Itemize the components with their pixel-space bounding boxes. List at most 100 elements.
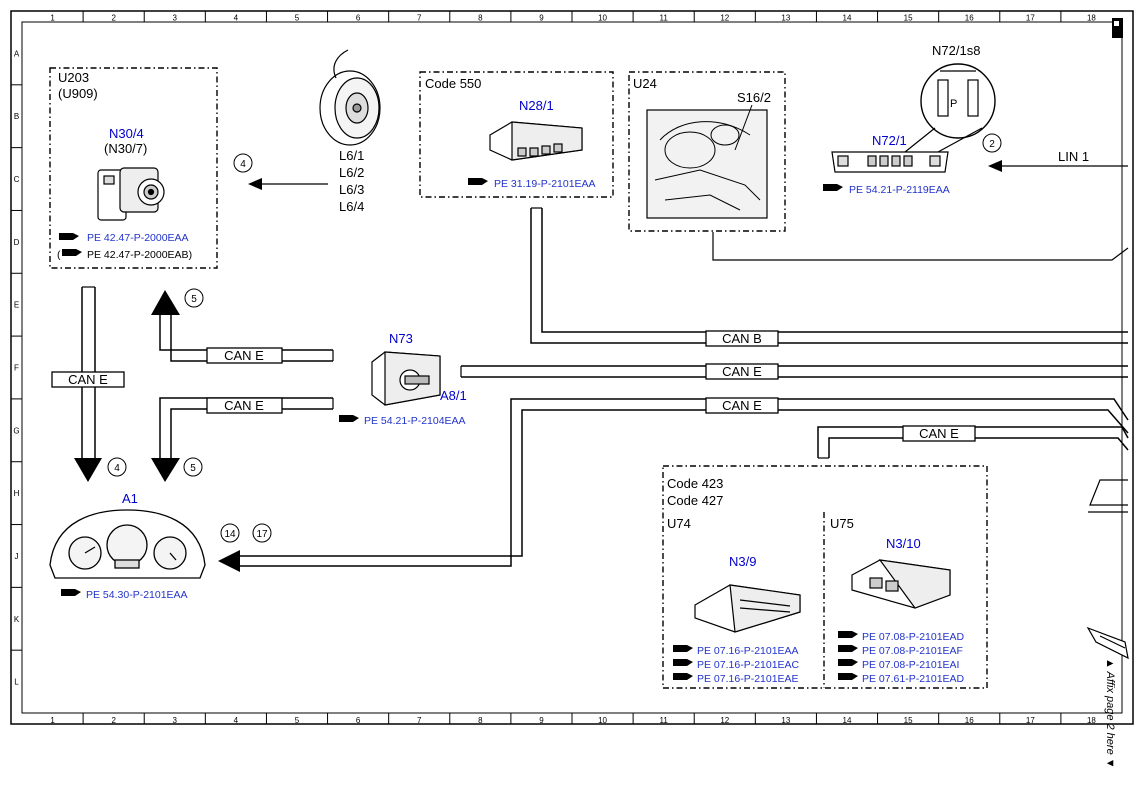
can-b-label: CAN B [722,331,762,346]
n3-9-label: N3/9 [729,554,756,569]
ref-icon [823,184,843,191]
n30-7-label: (N30/7) [104,141,147,156]
engine-control-unit-icon [694,584,801,633]
can-b-bus-inner [541,208,1128,333]
circle-5a [184,288,204,308]
grid-row-label: J [15,552,19,561]
grid-column-label: 12 [720,14,729,23]
ref-icon [838,631,858,638]
grid-column-label: 9 [539,14,544,23]
grid-row-label: H [14,489,20,498]
grid-column-label: 1 [50,14,55,23]
grid-column-label: 7 [417,716,422,725]
grid-column-label: 18 [1087,14,1096,23]
grid-column-label: 15 [904,716,913,725]
u75-label: U75 [830,516,854,531]
can-e-lower-label-box [705,397,779,414]
grid-column-label: 11 [660,716,669,725]
speed-sensor-label-1: L6/1 [339,148,364,163]
grid-column-label: 3 [173,14,178,23]
n72-ref: PE 54.21-P-2119EAA [849,184,950,196]
u75-ref-4: PE 07.61-P-2101EAD [862,673,965,685]
circle-4a-text: 4 [240,159,246,170]
can-e-left-lower-label-box [206,397,283,414]
u909-label: (U909) [58,86,98,101]
can-e-code423-label: CAN E [919,426,959,441]
zoom-leader-1 [904,127,936,153]
n30-4-label: N30/4 [109,126,144,141]
ref-icon [468,178,488,185]
u74-ref-1: PE 07.16-P-2101EAA [697,645,799,657]
overhead-panel-icon [831,151,949,173]
grid-column-label: 5 [295,716,300,725]
speed-sensor-label-2: L6/2 [339,165,364,180]
circle-14-text: 14 [224,529,236,540]
grid-column-label: 8 [478,716,483,725]
n3-10-label: N3/10 [886,536,921,551]
u74-ref-3: PE 07.16-P-2101EAE [697,673,799,685]
wheel-speed-sensor-icon [319,49,381,146]
grid-column-label: 16 [965,14,974,23]
hand-pointer-icon [1086,626,1129,660]
n73-ref: PE 54.21-P-2104EAA [364,415,466,427]
grid-column-label: 6 [356,14,361,23]
u75-ref-2: PE 07.08-P-2101EAF [862,645,963,657]
svg-text:P: P [950,98,957,110]
can-e-a1-arrow [218,550,240,572]
ref-icon [339,415,359,422]
abs-unit-icon [97,167,165,221]
ref-icon [59,233,79,240]
can-e-mid-label-box [705,363,779,380]
grid-column-label: 2 [111,716,116,725]
grid-column-label: 13 [781,716,790,725]
grid-column-label: 4 [234,716,239,725]
grid-row-label: D [14,238,20,247]
can-e-down-arrow-right [151,458,180,482]
ref-icon [673,673,693,680]
grid-column-label: 1 [50,716,55,725]
steering-column-photo [646,109,768,219]
a1-ref: PE 54.30-P-2101EAA [86,589,188,601]
u75-ref-3: PE 07.08-P-2101EAI [862,659,959,671]
can-b-bus-outer [530,208,1128,344]
u203-box [49,67,218,269]
ref-icon [838,645,858,652]
u24-label: U24 [633,76,657,91]
grid-coordinates: 1122334455667788991010111112121313141415… [11,11,1096,725]
circle-17-text: 17 [256,529,268,540]
instrument-cluster-icon [49,509,206,579]
speed-sensor-label-3: L6/3 [339,182,364,197]
grid-column-label: 4 [234,14,239,23]
speed-sensor-label-4: L6/4 [339,199,364,214]
ref-icon [62,249,82,256]
grid-column-label: 16 [965,716,974,725]
u74-ref-2: PE 07.16-P-2101EAC [697,659,800,671]
a1-label: A1 [122,491,138,506]
u74-label: U74 [667,516,691,531]
code423-label: Code 423 [667,476,723,491]
n72-1s8-label: N72/1s8 [932,43,980,58]
u203-label: U203 [58,70,89,85]
can-e-bus-left-upper-outer [159,315,333,351]
grid-column-label: 12 [720,716,729,725]
grid-column-label: 11 [660,14,669,23]
grid-column-label: 9 [539,716,544,725]
grid-column-label: 15 [904,14,913,23]
circle-5b-text: 5 [190,463,196,474]
control-unit-icon [489,121,583,161]
grid-row-label: F [14,364,19,373]
u75-ref-1: PE 07.08-P-2101EAD [862,631,965,643]
can-e-bus-left-lower-inner [170,408,333,458]
speed-signal-arrow [248,178,262,190]
ref-icon [673,659,693,666]
steering-column-icon [654,104,761,211]
grid-column-label: 10 [598,14,607,23]
lin1-label: LIN 1 [1058,149,1089,164]
grid-row-label: E [14,301,19,310]
circle-17 [252,523,272,543]
ignition-switch-icon [371,351,441,406]
can-e-down-arrow-left [74,458,102,482]
circle-14 [220,523,240,543]
affix-page-note: ▲ Affix page 2 here ▼ [1104,658,1116,769]
